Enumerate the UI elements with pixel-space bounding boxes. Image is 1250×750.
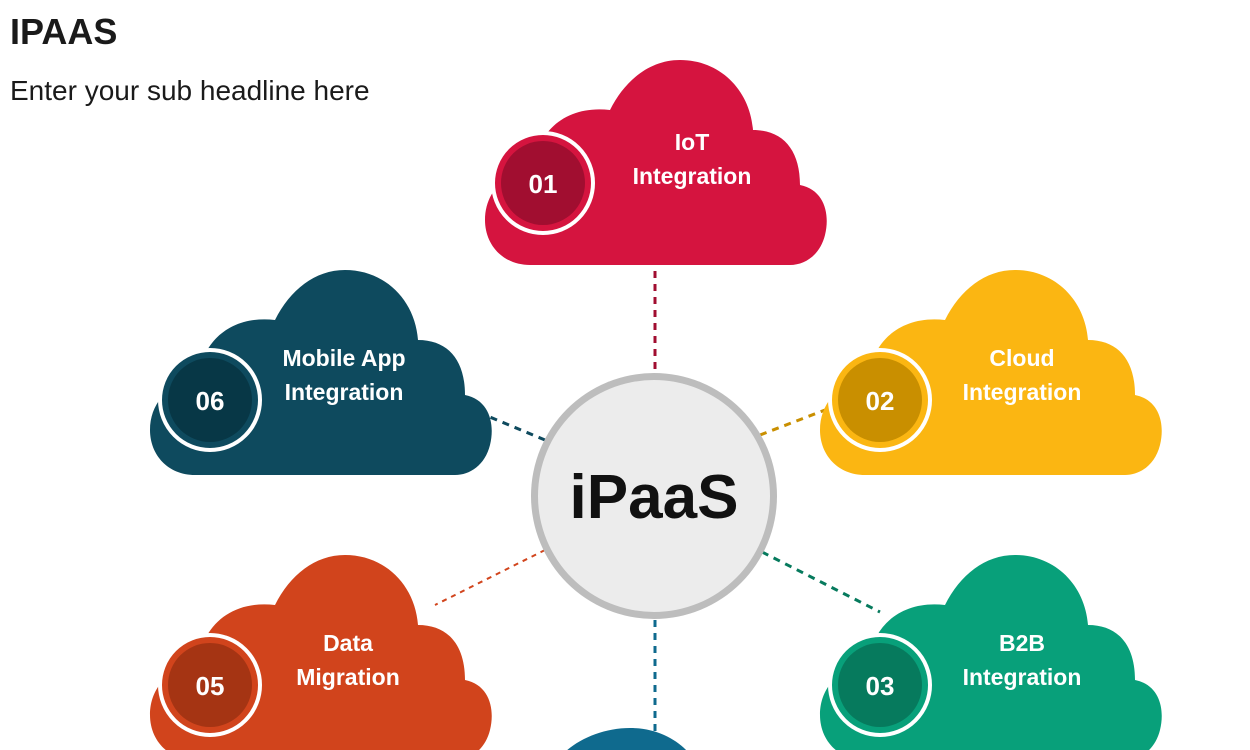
node-number: 03 [866,671,895,701]
node-number: 01 [529,169,558,199]
node-label-line2: Integration [963,664,1082,690]
page-subtitle: Enter your sub headline here [10,75,370,106]
cloud-node-02: 02 Cloud Integration [820,270,1162,475]
connector-02 [759,408,826,437]
node-label-line1: B2B [999,630,1045,656]
node-label-line2: Integration [285,379,404,405]
cloud-node-01: 01 IoT Integration [485,60,827,265]
node-number: 02 [866,386,895,416]
hub-label: iPaaS [570,463,739,532]
hub-node: iPaaS [531,373,777,619]
cloud-node-06: 06 Mobile App Integration [150,270,492,475]
connector-03 [761,550,881,614]
node-label-line1: Mobile App [282,345,405,371]
connector-05 [434,549,546,606]
node-number: 06 [196,386,225,416]
node-label-line2: Migration [296,664,400,690]
node-number: 05 [196,671,225,701]
node-label-line1: Cloud [989,345,1054,371]
node-label-line1: Data [323,630,373,656]
cloud-node-04-partial [567,728,686,750]
node-label-line2: Integration [963,379,1082,405]
connector-06 [484,413,546,442]
node-label-line1: IoT [675,129,710,155]
cloud-node-03: 03 B2B Integration [820,555,1162,750]
connector-lines [434,245,881,735]
page-title: IPAAS [10,11,118,52]
cloud-node-05: 05 Data Migration [150,555,492,750]
node-label-line2: Integration [633,163,752,189]
